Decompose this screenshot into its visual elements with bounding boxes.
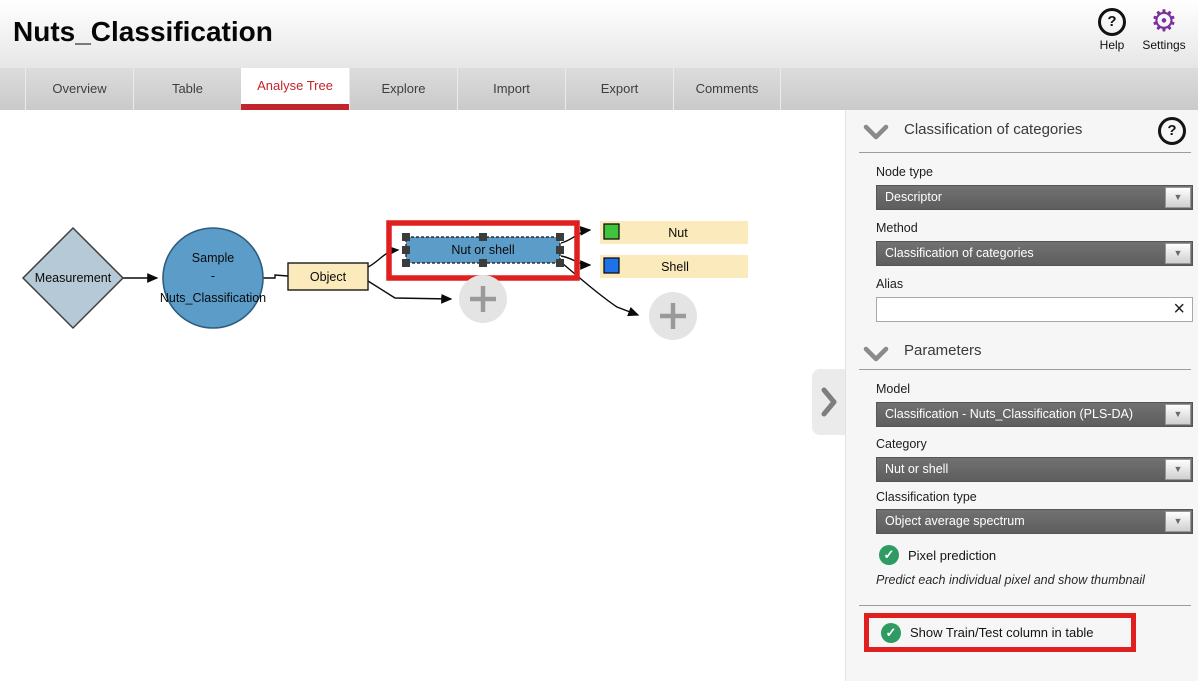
help-icon: ? [1098, 8, 1126, 36]
add-node-button-2[interactable] [649, 292, 697, 340]
classification-type-label: Classification type [876, 490, 977, 504]
help-button[interactable]: ? Help [1082, 8, 1142, 52]
node-category-nut[interactable]: Nut [600, 221, 748, 244]
panel-collapse-button[interactable] [812, 369, 846, 435]
node-measurement[interactable]: Measurement [21, 226, 125, 330]
selection-handles[interactable] [402, 233, 564, 267]
tab-overview[interactable]: Overview [25, 68, 133, 110]
plus-icon [470, 286, 496, 312]
alias-label: Alias [876, 277, 904, 291]
method-dropdown[interactable]: Classification of categories ▼ [876, 241, 1193, 266]
pixel-prediction-label: Pixel prediction [908, 547, 997, 563]
node-type-value: Descriptor [885, 190, 942, 204]
model-label: Model [876, 382, 911, 396]
node-sample-line1: Sample [192, 251, 234, 265]
chevron-down-icon[interactable]: ▼ [1165, 404, 1191, 425]
tab-table[interactable]: Table [133, 68, 241, 110]
node-object-label: Object [310, 270, 347, 284]
node-object[interactable]: Object [287, 262, 369, 291]
model-dropdown[interactable]: Classification - Nuts_Classification (PL… [876, 402, 1193, 427]
classification-type-dropdown[interactable]: Object average spectrum ▼ [876, 509, 1193, 534]
node-measurement-label: Measurement [35, 271, 112, 285]
classification-type-value: Object average spectrum [885, 514, 1025, 528]
tab-explore[interactable]: Explore [349, 68, 457, 110]
chevron-down-icon[interactable]: ▼ [1165, 243, 1191, 264]
node-sample-line2: - [211, 269, 215, 283]
show-train-test-label: Show Train/Test column in table [910, 625, 1094, 640]
method-label: Method [876, 221, 918, 235]
chevron-down-icon[interactable]: ▼ [1165, 511, 1191, 532]
divider [859, 369, 1191, 370]
tab-comments[interactable]: Comments [673, 68, 781, 110]
tab-export[interactable]: Export [565, 68, 673, 110]
check-circle-icon[interactable]: ✓ [881, 622, 901, 643]
node-sample[interactable]: Sample - Nuts_Classification [160, 227, 266, 329]
tab-analyse-tree[interactable]: Analyse Tree [241, 68, 349, 110]
plus-icon [660, 303, 686, 329]
color-swatch-nut [603, 223, 620, 240]
app-header: Nuts_Classification ? Help ⚙ Settings [0, 0, 1198, 68]
node-descriptor-nut-or-shell[interactable]: Nut or shell [402, 233, 564, 267]
node-type-label: Node type [876, 165, 933, 179]
alias-input[interactable]: × [876, 297, 1193, 322]
node-descriptor-label: Nut or shell [451, 243, 514, 257]
chevron-down-icon[interactable] [863, 124, 889, 141]
category-dropdown[interactable]: Nut or shell ▼ [876, 457, 1193, 482]
page-title: Nuts_Classification [13, 16, 273, 47]
node-type-dropdown[interactable]: Descriptor ▼ [876, 185, 1193, 210]
settings-button[interactable]: ⚙ Settings [1134, 5, 1194, 53]
settings-label: Settings [1142, 38, 1186, 52]
add-node-button-1[interactable] [459, 275, 507, 323]
help-icon: ? [1167, 122, 1177, 139]
pixel-prediction-toggle[interactable]: ✓ Pixel prediction [879, 545, 996, 565]
analyse-tree-canvas[interactable]: Measurement Sample - Nuts_Classification… [0, 110, 845, 681]
chevron-right-icon [821, 387, 837, 417]
tab-import[interactable]: Import [457, 68, 565, 110]
section-title-classification: Classification of categories [904, 121, 1083, 138]
model-value: Classification - Nuts_Classification (PL… [885, 407, 1133, 421]
node-category-shell-label: Shell [661, 260, 689, 274]
color-swatch-shell [603, 257, 620, 274]
divider [859, 152, 1191, 153]
clear-icon[interactable]: × [1173, 298, 1185, 320]
chevron-down-icon[interactable] [863, 346, 889, 363]
category-value: Nut or shell [885, 462, 949, 476]
chevron-down-icon[interactable]: ▼ [1165, 459, 1191, 480]
properties-panel: Classification of categories ? Node type… [845, 110, 1198, 681]
category-label: Category [876, 437, 927, 451]
gear-icon: ⚙ [1150, 5, 1178, 38]
method-value: Classification of categories [885, 246, 1034, 260]
annotation-highlight-train-test: ✓ Show Train/Test column in table [864, 613, 1136, 652]
chevron-down-icon[interactable]: ▼ [1165, 187, 1191, 208]
tab-bar: Overview Table Analyse Tree Explore Impo… [0, 68, 1198, 110]
section-help-button[interactable]: ? [1158, 117, 1186, 145]
node-category-nut-label: Nut [668, 226, 688, 240]
divider [859, 605, 1191, 606]
help-label: Help [1099, 38, 1125, 52]
flow-diagram: Measurement Sample - Nuts_Classification… [21, 220, 748, 340]
pixel-prediction-description: Predict each individual pixel and show t… [876, 573, 1145, 587]
section-title-parameters: Parameters [904, 342, 982, 359]
node-category-shell[interactable]: Shell [600, 255, 748, 278]
node-sample-line3: Nuts_Classification [160, 291, 266, 305]
check-circle-icon[interactable]: ✓ [879, 545, 899, 565]
